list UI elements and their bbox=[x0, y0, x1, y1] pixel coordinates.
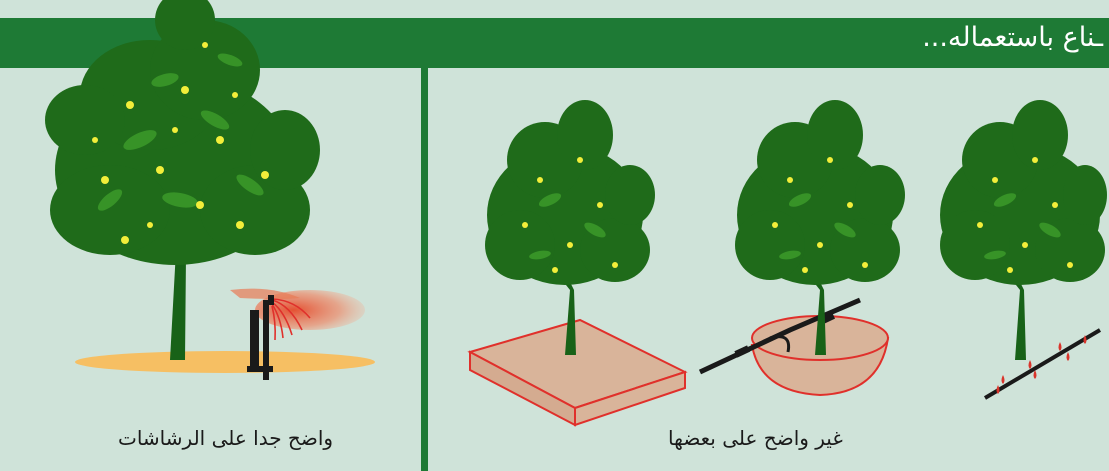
bubbler-ring-icon bbox=[700, 300, 888, 395]
caption-sprinklers: واضح جدا على الرشاشات bbox=[118, 426, 333, 450]
tree-drip-line bbox=[940, 100, 1107, 360]
wet-soil-patch bbox=[75, 351, 375, 373]
tree-basin bbox=[485, 100, 655, 355]
tree-bubbler bbox=[735, 100, 905, 355]
drip-basin-icon bbox=[470, 320, 685, 425]
header-title: ـناع باستعماله... bbox=[922, 22, 1103, 53]
panel-divider bbox=[421, 68, 428, 471]
drip-line-icon bbox=[985, 330, 1100, 398]
right-panel bbox=[470, 100, 1107, 425]
caption-drip: غير واضح على بعضها bbox=[668, 426, 843, 450]
